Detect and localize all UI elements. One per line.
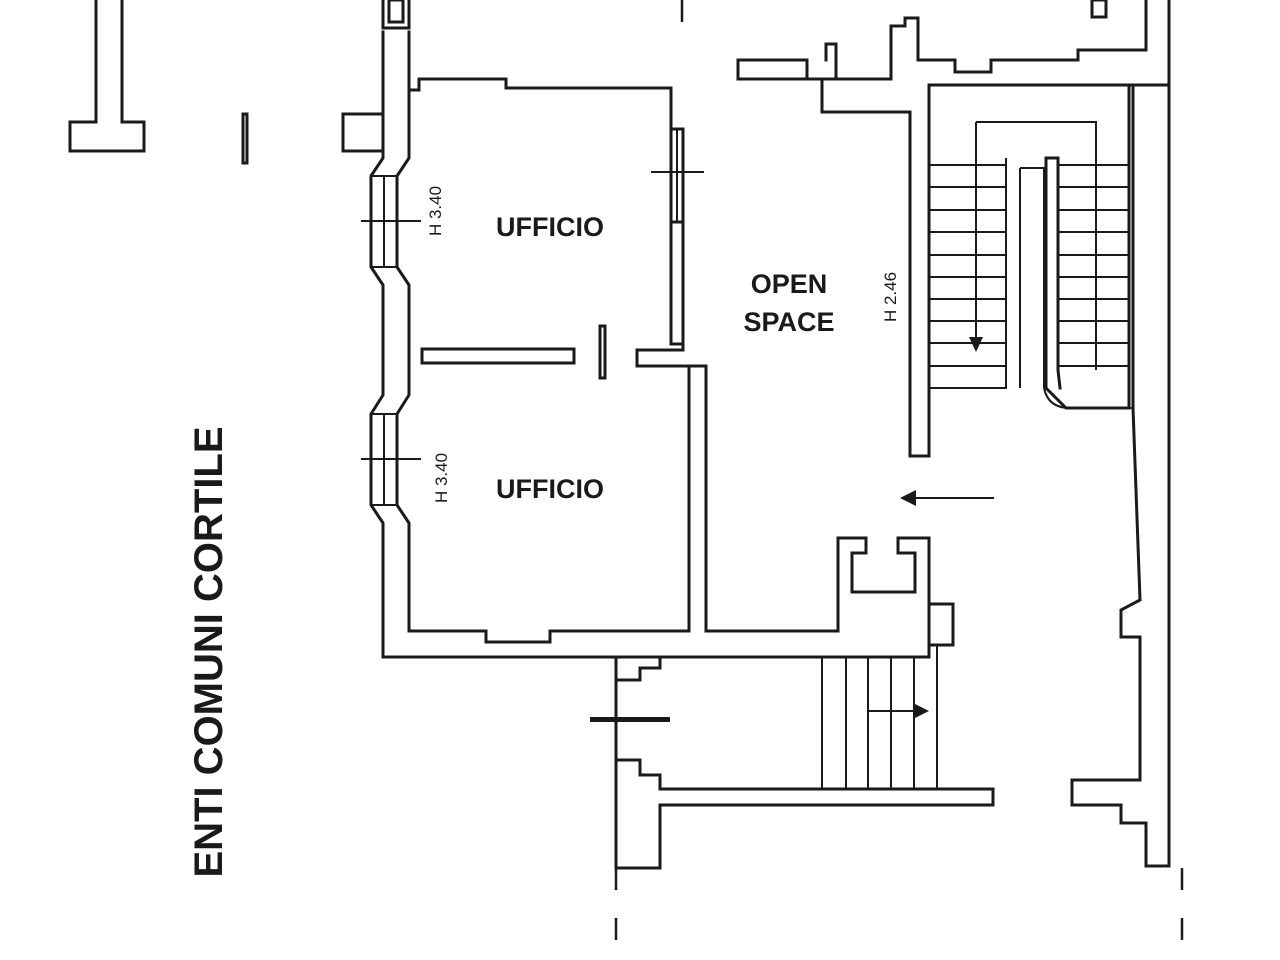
room-label-open-space-line2: SPACE — [743, 307, 834, 337]
height-label-office-upper: H 3.40 — [426, 186, 445, 236]
east-outer-wall — [1070, 83, 1171, 868]
south-door-bar — [590, 717, 670, 722]
window-upper-office — [361, 175, 421, 268]
stair-south-arrow — [868, 703, 929, 719]
office-partition-wall — [420, 324, 607, 380]
detached-column — [68, 0, 146, 153]
entry-arrow — [900, 490, 994, 506]
stair-north-arrow — [969, 300, 983, 352]
room-label-open-space-line1: OPEN — [751, 269, 828, 299]
south-walls — [614, 602, 995, 870]
courtyard-label: ENTI COMUNI CORTILE — [187, 426, 231, 877]
west-outer-wall — [341, 0, 691, 659]
height-label-open-space: H 2.46 — [881, 272, 900, 322]
property-boundary-lines — [614, 0, 1184, 945]
window-lower-office — [361, 413, 421, 506]
room-label-office-lower: UFFICIO — [496, 474, 604, 504]
room-label-office-upper: UFFICIO — [496, 212, 604, 242]
height-label-office-lower: H 3.40 — [432, 453, 451, 503]
stair-south — [821, 645, 938, 789]
stair-north — [929, 121, 1133, 409]
detached-wall-stub — [241, 112, 249, 165]
north-walls — [736, 0, 1171, 458]
office-openspace-wall — [614, 127, 931, 659]
